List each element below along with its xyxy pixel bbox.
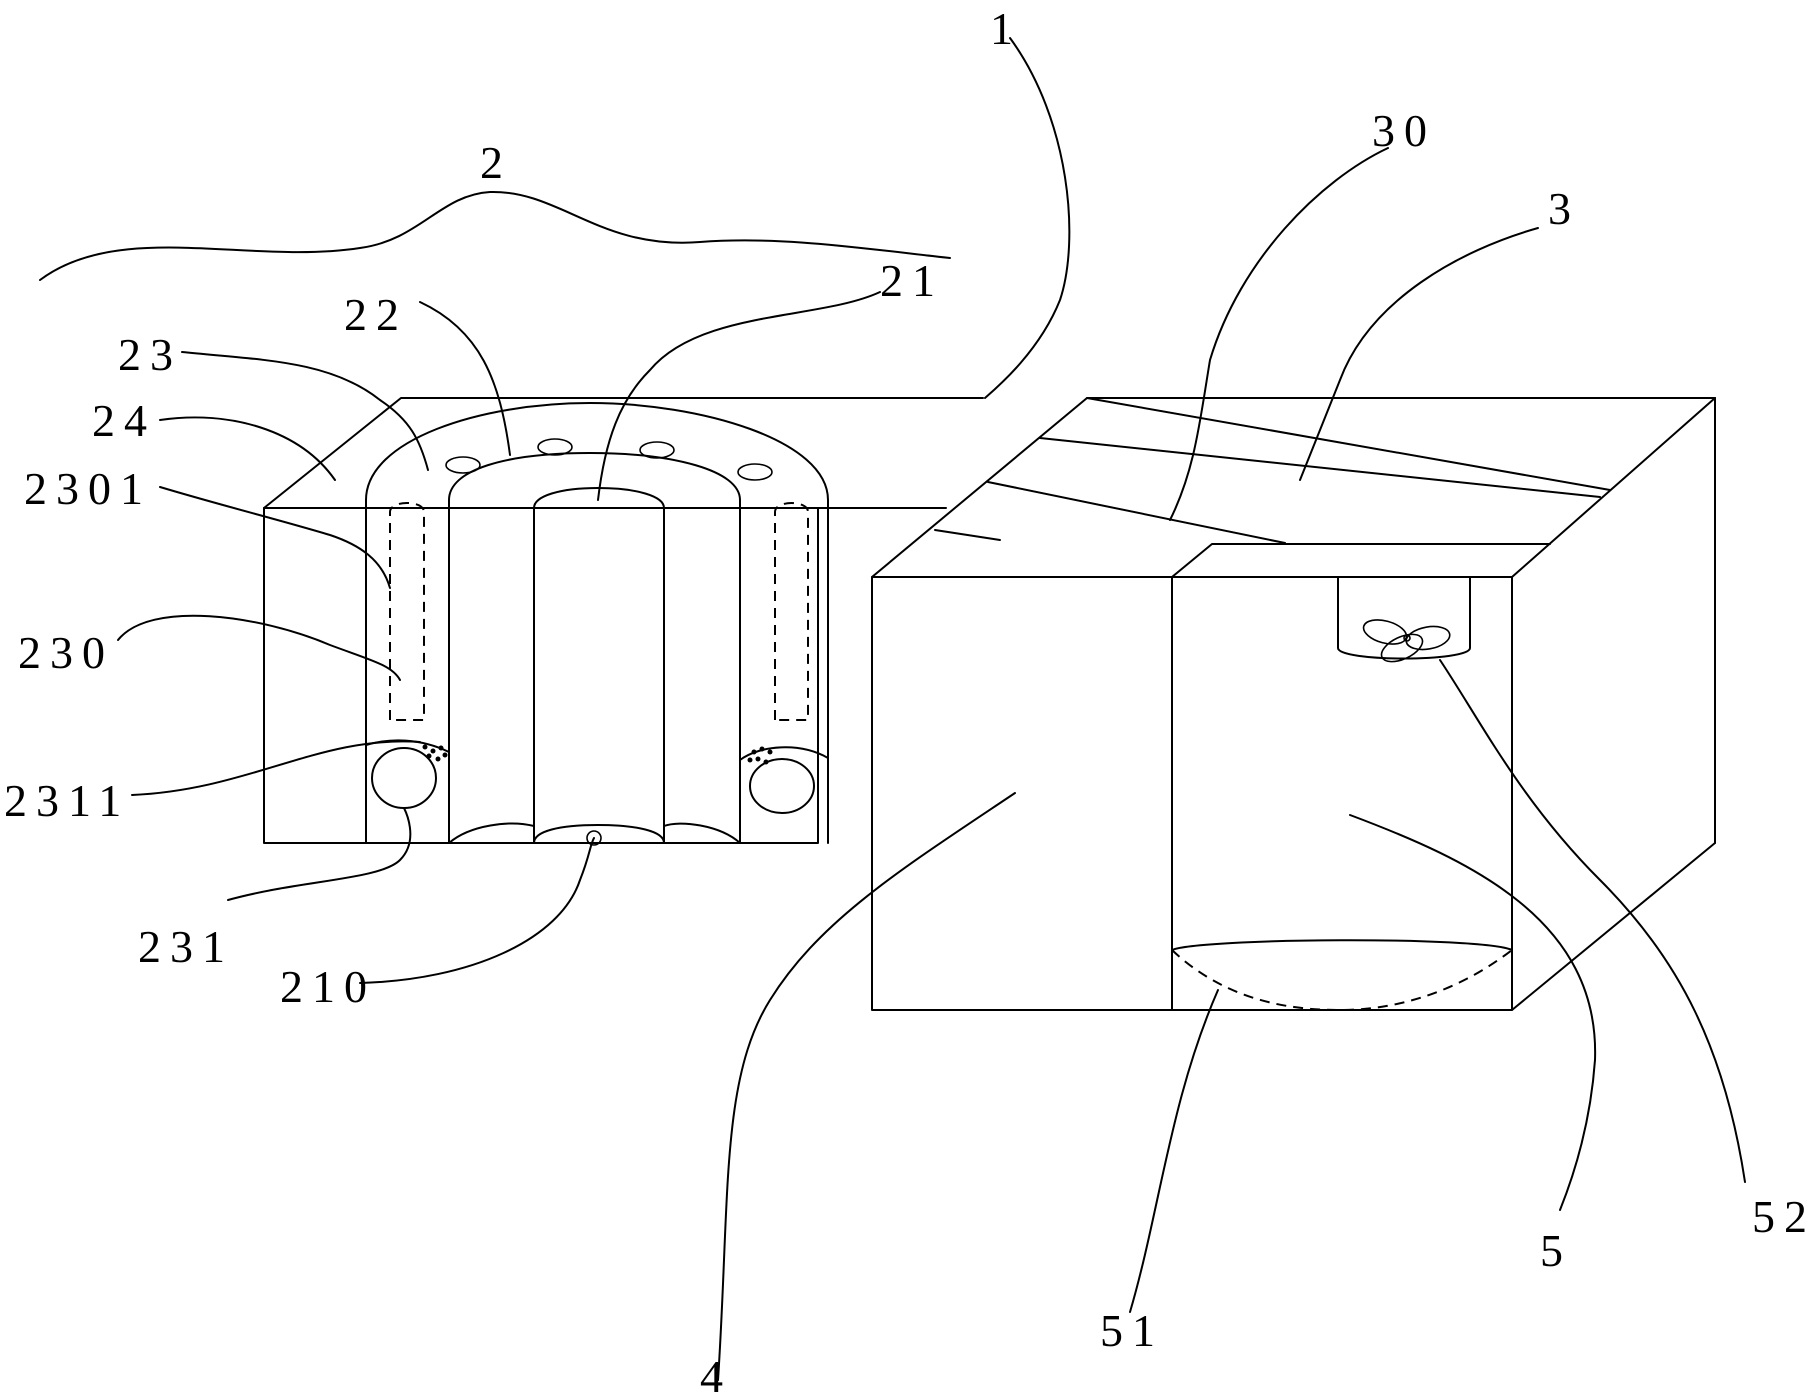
label-231: 231 — [138, 921, 234, 972]
right-box — [871, 397, 1716, 1011]
left-box — [263, 397, 984, 844]
hole-icon — [639, 441, 675, 459]
label-30: 30 — [1372, 105, 1436, 156]
roller-left-icon — [371, 747, 437, 809]
hole-icon — [445, 456, 481, 474]
dashed-tubes — [389, 502, 809, 721]
label-1: 1 — [990, 3, 1022, 54]
label-3: 3 — [1548, 183, 1580, 234]
label-2311: 2311 — [4, 775, 130, 826]
label-2: 2 — [480, 137, 512, 188]
leader-lines — [117, 37, 1746, 1381]
roller-right-icon — [749, 758, 815, 814]
label-2-wave — [39, 190, 951, 281]
label-2301: 2301 — [24, 463, 152, 514]
outlet-hole-icon — [586, 830, 602, 846]
hole-icon — [537, 438, 573, 456]
label-52: 52 — [1752, 1191, 1816, 1242]
label-22: 22 — [344, 289, 408, 340]
label-230: 230 — [18, 627, 114, 678]
label-51: 51 — [1100, 1305, 1164, 1356]
top-face-lines — [934, 397, 1611, 578]
perforation-dots-icon — [422, 744, 773, 765]
tube-walls — [365, 507, 829, 844]
fan-icon — [1362, 619, 1451, 663]
label-210: 210 — [280, 961, 376, 1012]
label-21: 21 — [880, 255, 944, 306]
label-5: 5 — [1540, 1225, 1572, 1276]
bottom-dish — [1171, 939, 1513, 1012]
reference-labels: 1 2 3 4 5 21 22 23 24 30 51 52 210 230 2… — [4, 3, 1816, 1392]
tube-bundle-top — [365, 402, 829, 509]
hole-icon — [737, 463, 773, 481]
fan-housing — [1337, 576, 1471, 663]
label-23: 23 — [118, 329, 182, 380]
label-4: 4 — [700, 1351, 732, 1392]
label-24: 24 — [92, 395, 156, 446]
central-cylinder — [533, 487, 665, 846]
rollers — [365, 739, 829, 814]
